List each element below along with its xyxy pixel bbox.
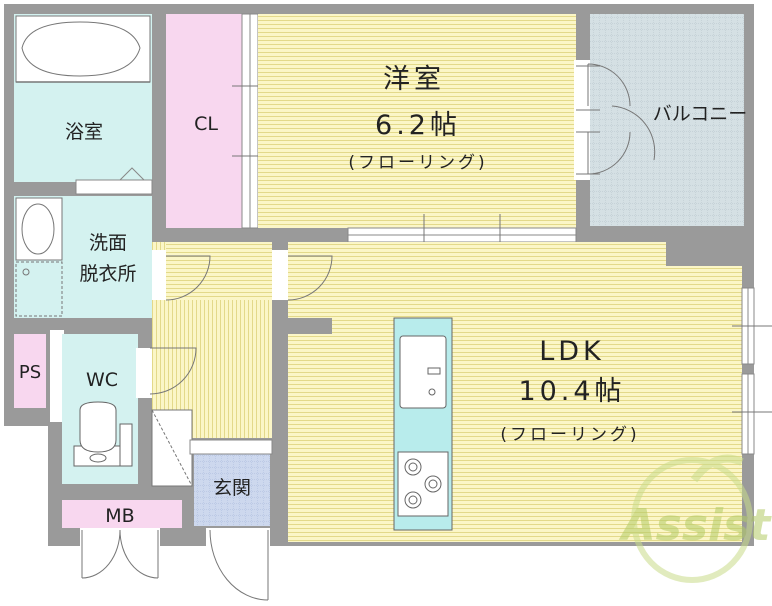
ldk-door-swing: [287, 255, 333, 301]
western-room-name: 洋室: [383, 64, 445, 95]
ldk-notch: [666, 242, 742, 266]
western-room: [258, 14, 576, 228]
western-room-size: 6.2帖: [375, 110, 461, 141]
entrance-floor: [194, 454, 270, 526]
entrance-step: [189, 439, 273, 455]
bath-label: 浴室: [65, 121, 103, 143]
bathtub-basin: [21, 21, 141, 77]
balcony-label: バルコニー: [653, 103, 748, 125]
ldk-room: [288, 242, 742, 542]
front-door-opening: [206, 528, 270, 548]
closet-room: [166, 14, 242, 228]
ldk-door-opening: [272, 250, 288, 300]
balcony-door-leaf-2: [587, 131, 631, 175]
burner-3-inner: [408, 495, 418, 505]
hallway-upper: [166, 242, 272, 300]
bath-threshold: [75, 179, 153, 195]
ldk-room-size: 10.4帖: [518, 376, 625, 407]
ps-label: PS: [19, 362, 41, 383]
balcony-rail-top: [590, 4, 754, 14]
mb-label: MB: [105, 505, 134, 527]
washroom-door-swing: [165, 255, 211, 301]
burner-1-inner: [408, 462, 418, 472]
balcony: [590, 14, 744, 226]
ps-box: [14, 334, 46, 408]
balcony-door-leaf-3: [611, 105, 656, 161]
balcony-door-leaf-1: [587, 63, 631, 107]
assist-watermark-logo: Assist: [619, 454, 772, 583]
wc-door-opening: [136, 348, 152, 398]
wc-label: WC: [86, 369, 118, 391]
burner-2-inner: [428, 479, 438, 489]
burner-3-icon: [404, 491, 422, 509]
ldk-room-name: LDK: [539, 336, 605, 367]
toilet-bowl: [79, 401, 117, 453]
washroom-label-line2: 脱衣所: [79, 263, 136, 285]
drain-icon: [22, 268, 30, 276]
entrance-label: 玄関: [213, 477, 251, 499]
closet-label: CL: [194, 113, 218, 135]
western-room-floor: (フローリング): [348, 153, 487, 173]
washing-machine-pan: [15, 261, 63, 317]
sink-faucet: [427, 367, 441, 375]
bath-door-mark: [119, 167, 145, 181]
sink-drain-icon: [428, 388, 436, 396]
washroom-label-line1: 洗面: [89, 232, 127, 254]
burner-2-icon: [424, 475, 442, 493]
washroom-door-opening: [152, 250, 166, 300]
toilet-seat: [89, 453, 107, 463]
balcony-door-opening: [574, 60, 590, 180]
mb-door-swing-left: [81, 529, 121, 579]
burner-1-icon: [404, 458, 422, 476]
front-door-swing: [209, 529, 269, 601]
mb-door-swing-right: [119, 529, 159, 579]
shoe-cabinet-diagonal: [151, 409, 193, 487]
wc-door-swing: [149, 347, 197, 395]
meter-box: [62, 500, 182, 528]
washbasin-bowl: [21, 203, 55, 255]
ldk-room-floor: (フローリング): [500, 425, 639, 445]
svg-text:Assist: Assist: [619, 500, 772, 551]
toilet-shelf: [119, 423, 133, 467]
ldk-wall-stub: [288, 318, 332, 334]
balcony-rail: [744, 10, 754, 226]
